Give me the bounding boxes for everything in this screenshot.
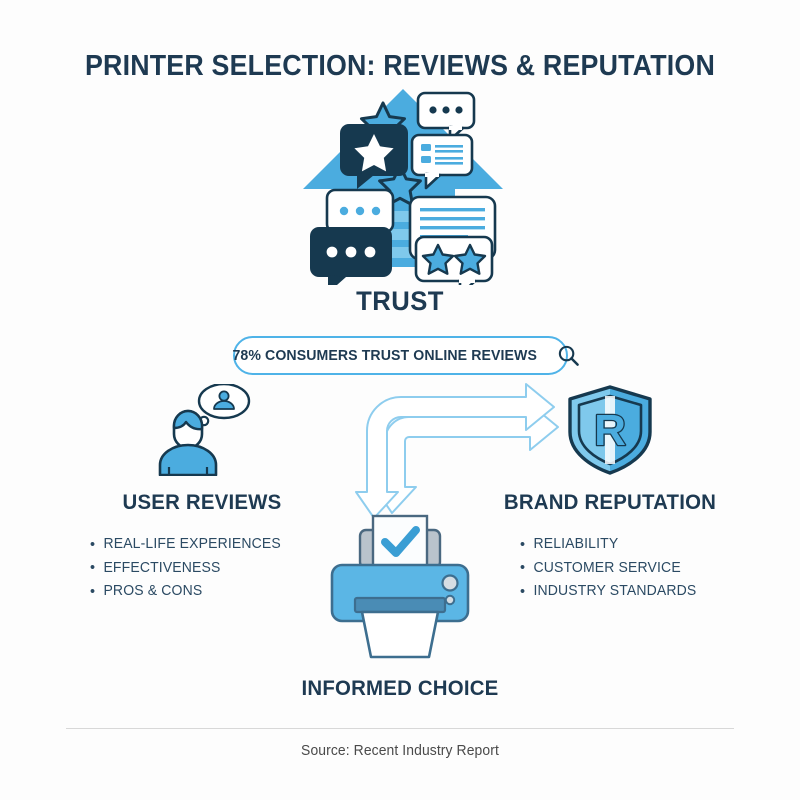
reviews-arrow-cluster-icon	[300, 85, 510, 297]
statistic-text: 78% CONSUMERS TRUST ONLINE REVIEWS	[232, 347, 537, 364]
section-heading-user-reviews: USER REVIEWS	[122, 490, 282, 514]
bent-double-arrow-icon	[350, 383, 590, 519]
list-item: PROS & CONS	[90, 580, 332, 604]
statistic-pill: 78% CONSUMERS TRUST ONLINE REVIEWS	[232, 336, 580, 375]
list-item: CUSTOMER SERVICE	[520, 556, 741, 581]
list-item: REAL-LIFE EXPERIENCES	[90, 533, 332, 557]
section-brand-reputation: R BRAND REPUTATION RELIABILITY CUSTOMER …	[470, 384, 750, 604]
person-thought-bubble-icon	[62, 384, 342, 476]
svg-text:R: R	[594, 406, 626, 455]
shield-r-icon: R	[470, 384, 750, 476]
list-item: EFFECTIVENESS	[90, 556, 332, 581]
list-item: INDUSTRY STANDARDS	[520, 580, 741, 604]
list-item: RELIABILITY	[520, 533, 741, 557]
bullet-list-brand-reputation: RELIABILITY CUSTOMER SERVICE INDUSTRY ST…	[520, 533, 750, 604]
page-title: PRINTER SELECTION: REVIEWS & REPUTATION	[84, 50, 715, 82]
printer-checkmark-icon	[315, 512, 485, 662]
trust-label: TRUST	[356, 286, 444, 316]
magnifier-icon	[557, 344, 580, 367]
bullet-list-user-reviews: REAL-LIFE EXPERIENCES EFFECTIVENESS PROS…	[90, 533, 342, 604]
source-text: Source: Recent Industry Report	[301, 743, 499, 759]
section-heading-brand-reputation: BRAND REPUTATION	[503, 490, 717, 514]
section-user-reviews: USER REVIEWS REAL-LIFE EXPERIENCES EFFEC…	[62, 384, 342, 604]
informed-choice-label: INFORMED CHOICE	[301, 676, 499, 700]
footer-divider	[66, 728, 734, 729]
